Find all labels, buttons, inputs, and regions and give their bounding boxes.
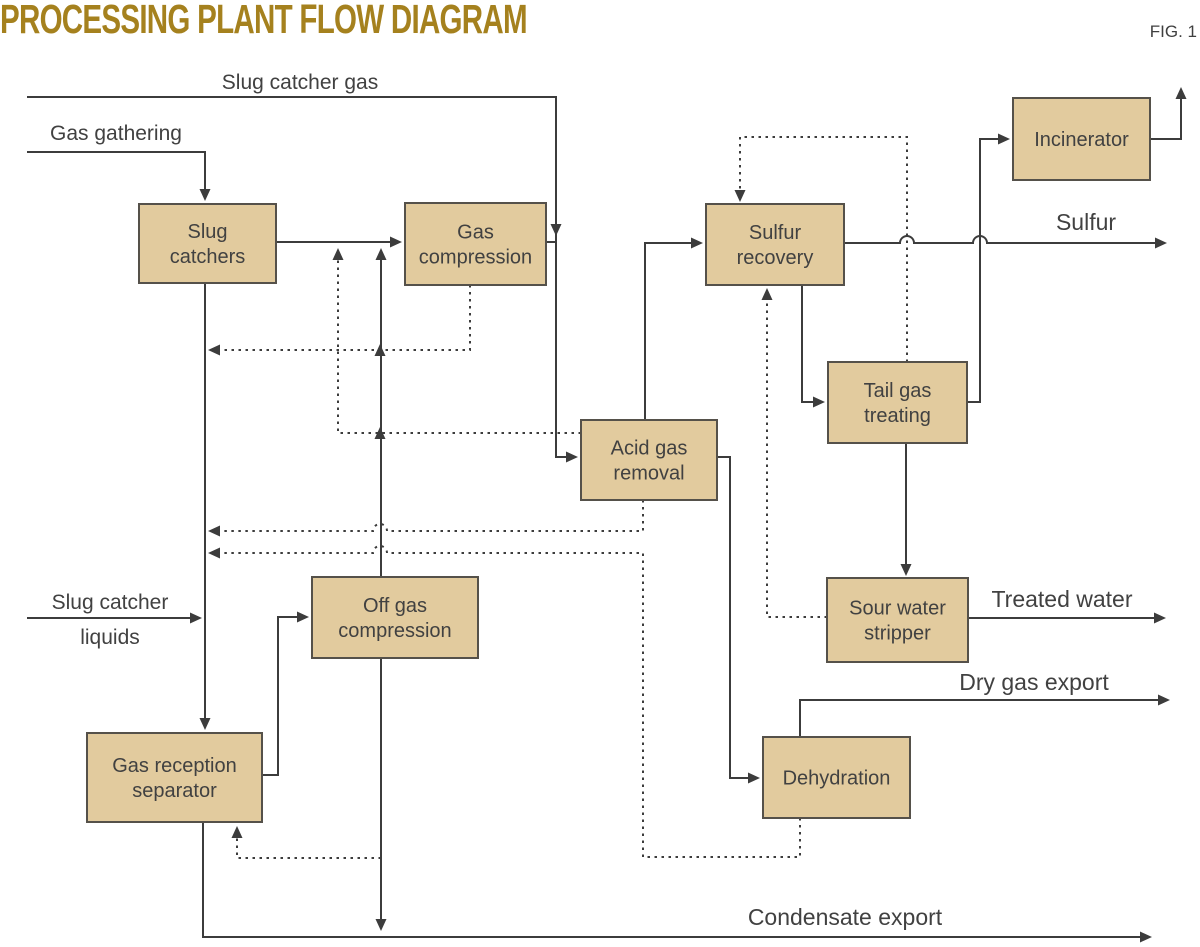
label-slug-catcher-gas: Slug catcher gas [222, 71, 378, 94]
label-slug-catcher-liquids-line2: liquids [80, 626, 140, 649]
arrowhead-condensate-export-line [1140, 931, 1152, 943]
arrowhead-acid-gas-to-sulfur-recovery [691, 237, 703, 249]
page-title: PROCESSING PLANT FLOW DIAGRAM [0, 0, 528, 42]
arrowhead-slug-catcher-gas-bypass [566, 451, 578, 463]
node-slug-catchers [138, 203, 277, 284]
edge-sulfur-recovery-to-tail-gas-treating [801, 285, 820, 403]
label-sulfur: Sulfur [1056, 209, 1116, 235]
arrowhead-slug-catchers-to-gas-compression [390, 236, 402, 248]
arrowhead-agr-flash-gas-recycle [374, 427, 386, 439]
node-label-incinerator: Incinerator [1034, 129, 1129, 151]
edge-sour-water-offgas-to-sulfur-recovery [766, 294, 827, 618]
edge-agr-liquids-recycle [213, 500, 644, 532]
label-condensate-export: Condensate export [748, 904, 943, 930]
arrowhead-off-gas-compression-discharge-riser [375, 248, 387, 260]
edge-compressor-knockout-liquids-recycle [213, 285, 471, 351]
edge-tail-gas-to-incinerator [967, 138, 1005, 403]
node-sour-water-stripper [826, 577, 969, 663]
node-incinerator [1012, 97, 1151, 181]
arrowhead-sulfur-recovery-to-tail-gas-treating [813, 396, 825, 408]
arrowhead-separator-gas-to-off-gas-compression [297, 611, 309, 623]
arrowhead-compressor-knockout-liquids-recycle [374, 344, 386, 356]
node-label-dehydration: Dehydration [783, 768, 891, 790]
edge-dehydration-liquids-recycle [213, 545, 801, 858]
arrowhead-tail-gas-to-sour-water-stripper [900, 564, 912, 576]
edge-incinerator-stack [1150, 94, 1182, 140]
arrowhead-dehydration-liquids-recycle [208, 547, 220, 559]
node-sulfur-recovery [705, 203, 845, 286]
arrowhead-dry-gas-export-line [1158, 694, 1170, 706]
edge-slug-catcher-gas-bypass [27, 96, 571, 458]
arrowhead-agr-liquids-recycle [208, 525, 220, 537]
edge-gas-gathering-feed [27, 151, 206, 194]
arrowhead-tail-gas-to-incinerator [998, 133, 1010, 145]
arrowhead-incinerator-stack [1175, 87, 1187, 99]
node-gas-compression [404, 202, 547, 286]
edge-sulfur-product [844, 235, 1160, 244]
arrowhead-tail-gas-recycle-to-sulfur-recovery [734, 190, 746, 202]
node-acid-gas-removal [580, 419, 718, 501]
edge-acid-gas-removal-to-dehydration [717, 456, 755, 779]
node-gas-reception-separator [86, 732, 263, 823]
node-off-gas-compression [311, 576, 479, 659]
arrowhead-compressor-knockout-liquids-recycle [208, 344, 220, 356]
label-dry-gas-export: Dry gas export [959, 669, 1109, 695]
edge-tail-gas-recycle-to-sulfur-recovery [739, 136, 908, 362]
arrowhead-slug-catcher-liquids-feed [190, 612, 202, 624]
arrowhead-off-gas-compression-liquids-drop [375, 919, 387, 931]
edge-dry-gas-export-line [799, 699, 1163, 737]
label-treated-water: Treated water [991, 586, 1132, 612]
edge-condensate-export-line [202, 822, 1145, 938]
arrowhead-offgas-knockout-to-separator [231, 826, 243, 838]
edge-acid-gas-to-sulfur-recovery [644, 242, 697, 420]
arrowhead-slug-catcher-liquids-down [199, 718, 211, 730]
node-dehydration [762, 736, 911, 819]
arrowhead-slug-catcher-gas-bypass [550, 224, 562, 236]
figure-label: FIG. 1 [1149, 22, 1197, 41]
arrowhead-sulfur-product [1155, 237, 1167, 249]
edge-offgas-knockout-to-separator [236, 832, 381, 859]
edge-separator-gas-to-off-gas-compression [262, 616, 303, 776]
arrowhead-treated-water-line [1154, 612, 1166, 624]
arrowhead-acid-gas-removal-to-dehydration [748, 772, 760, 784]
arrowhead-sour-water-offgas-to-sulfur-recovery [761, 288, 773, 300]
arrowhead-gas-gathering-feed [199, 189, 211, 201]
node-tail-gas-treating [827, 361, 968, 444]
label-slug-catcher-liquids-line1: Slug catcher [52, 591, 169, 614]
arrowhead-agr-flash-gas-recycle [332, 248, 344, 260]
label-gas-gathering: Gas gathering [50, 122, 182, 145]
